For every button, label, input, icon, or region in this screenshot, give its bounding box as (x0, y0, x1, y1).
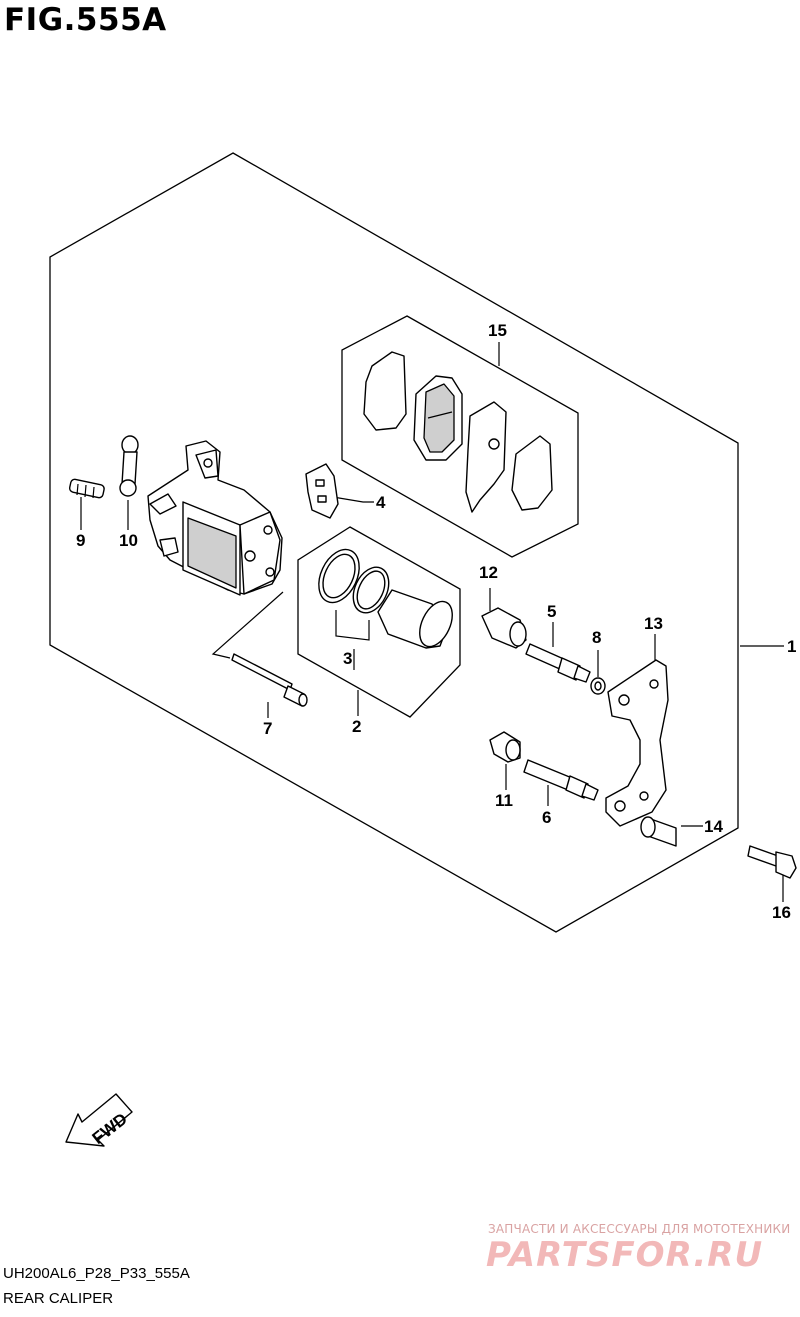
callout-6: 6 (542, 808, 551, 827)
washer (590, 677, 606, 695)
fwd-arrow-icon: FWD (65, 1093, 133, 1148)
bleeder-screw (68, 478, 105, 499)
caliper-body (147, 440, 283, 596)
mounting-bolt (747, 845, 797, 879)
callout-5: 5 (547, 602, 556, 621)
sleeve (640, 816, 677, 847)
callouts: 1 2 3 4 5 6 7 8 9 10 11 12 13 14 15 16 (76, 321, 796, 922)
callout-15: 15 (488, 321, 507, 340)
piston-seals (318, 548, 390, 614)
slide-pin-upper (525, 643, 591, 683)
callout-12: 12 (479, 563, 498, 582)
watermark-tagline: ЗАПЧАСТИ И АКСЕССУАРЫ ДЛЯ МОТОТЕХНИКИ (488, 1222, 791, 1236)
callout-14: 14 (704, 817, 723, 836)
figure-title: FIG.555A (4, 2, 167, 38)
pin-boot-lower (489, 731, 521, 763)
callout-1: 1 (787, 637, 796, 656)
brake-pads (363, 351, 553, 513)
callout-11: 11 (495, 791, 513, 810)
callout-13: 13 (644, 614, 663, 633)
callout-7: 7 (263, 719, 272, 738)
callout-8: 8 (592, 628, 601, 647)
callout-10: 10 (119, 531, 138, 550)
pad-group-outline (341, 315, 579, 558)
pad-pin (231, 653, 308, 707)
callout-16: 16 (772, 903, 791, 922)
caliper-bracket (605, 659, 669, 827)
callout-2: 2 (352, 717, 361, 736)
piston (377, 589, 453, 649)
piston-group-outline (297, 526, 461, 718)
leader-lines (80, 342, 784, 902)
callout-4: 4 (376, 493, 386, 512)
callout-3: 3 (343, 649, 352, 668)
bleeder-cap (119, 435, 139, 497)
assembly-outline (49, 152, 739, 933)
pin-boot-upper (481, 607, 527, 649)
pad-spring (305, 463, 339, 519)
diagram-name: REAR CALIPER (3, 1290, 114, 1307)
diagram-code: UH200AL6_P28_P33_555A (3, 1265, 190, 1282)
callout-9: 9 (76, 531, 85, 550)
watermark-logo: PARTSFOR.RU (486, 1235, 764, 1275)
slide-pin-lower (523, 759, 599, 801)
